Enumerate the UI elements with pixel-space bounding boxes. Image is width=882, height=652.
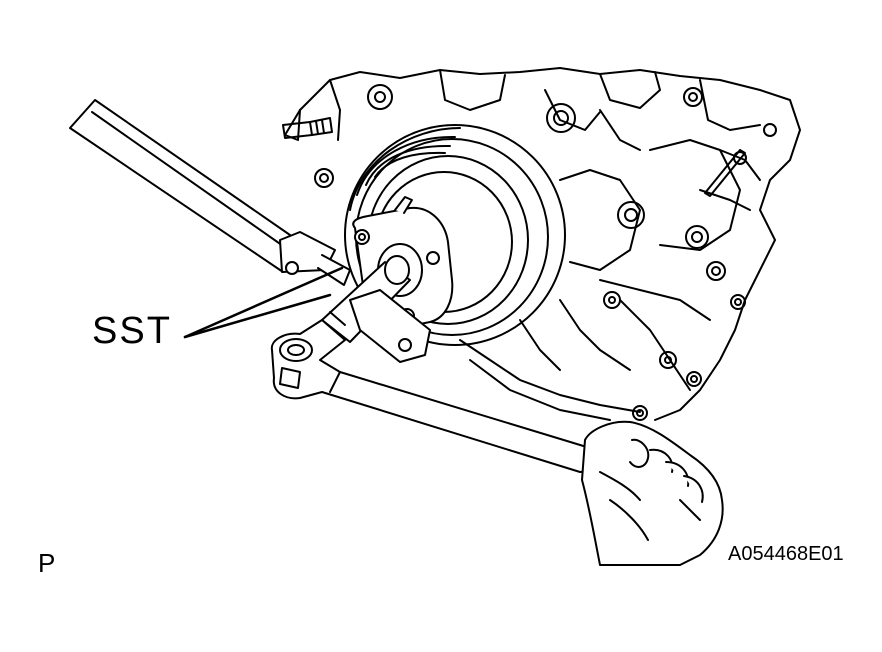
engine-bolts [314, 84, 777, 421]
figure-id: A054468E01 [728, 543, 844, 565]
hand [581, 420, 724, 566]
view-letter: P [38, 548, 56, 578]
stud [282, 117, 333, 139]
sst-leader-lines [183, 266, 344, 339]
sst-callout-label: SST [92, 310, 172, 352]
sst-long-bar [69, 99, 351, 286]
sst-lower-bracket [349, 289, 431, 363]
rod [704, 149, 746, 197]
